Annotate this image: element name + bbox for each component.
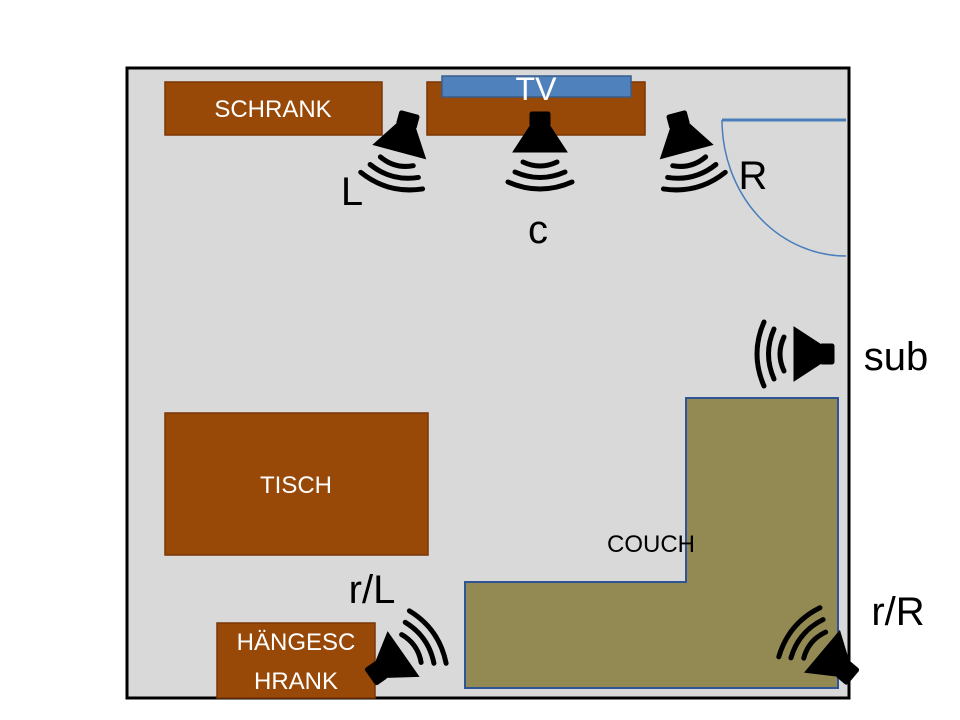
speaker-left: L	[341, 105, 441, 214]
tisch-label: TISCH	[260, 472, 332, 499]
tv-label: TV	[516, 71, 558, 107]
door	[721, 118, 847, 257]
speaker-rear-left: r/L	[349, 568, 452, 703]
schrank: SCHRANK	[164, 81, 383, 136]
couch-label: COUCH	[607, 531, 695, 558]
speaker-center: c	[508, 112, 572, 252]
couch: COUCH	[464, 397, 839, 689]
speaker-right-label: R	[739, 154, 768, 198]
speaker-sub-label: sub	[864, 335, 929, 379]
schrank-label: SCHRANK	[214, 96, 331, 123]
speaker-rear-left-label: r/L	[349, 568, 396, 612]
speaker-center-label: c	[528, 208, 548, 252]
speaker-rear-right: r/R	[773, 590, 925, 702]
speaker-rear-right-label: r/R	[871, 590, 924, 634]
speaker-sub: sub	[757, 322, 928, 386]
haengeschrank-label-line2: HRANK	[254, 668, 338, 695]
tisch: TISCH	[164, 412, 429, 556]
speaker-left-label: L	[341, 170, 363, 214]
speaker-right: R	[645, 105, 767, 198]
haengeschrank-label-line1: HÄNGESC	[237, 629, 356, 656]
haengeschrank: HÄNGESC HRANK	[216, 622, 376, 699]
tv: TV	[441, 71, 632, 107]
